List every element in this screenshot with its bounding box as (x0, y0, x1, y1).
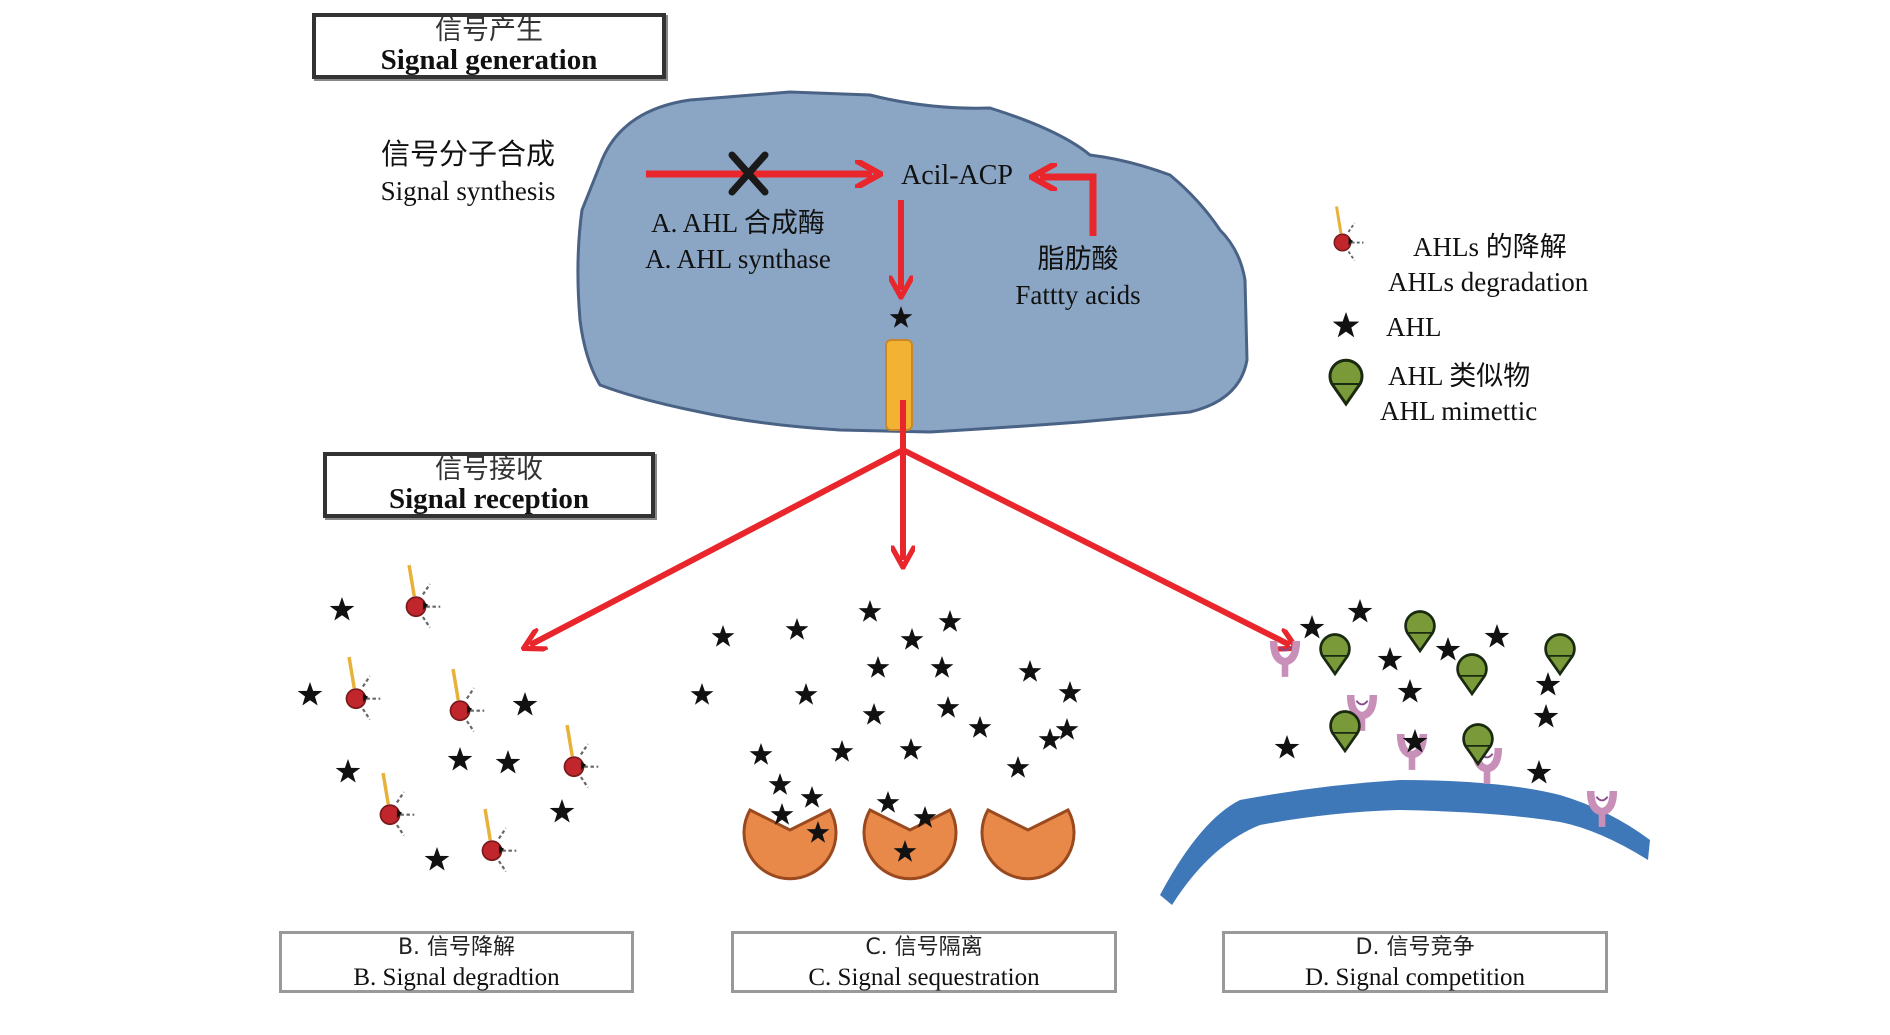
arrow-to-degradation (530, 447, 905, 645)
ahl-star (1484, 624, 1510, 648)
ahl-star (936, 696, 960, 718)
degradation-enzyme (344, 655, 382, 722)
legend-label-en: AHLs degradation (1388, 267, 1589, 297)
fatty-label-zh: 脂肪酸 (1038, 244, 1119, 274)
ahl-star (876, 791, 900, 813)
ahl-mimetic (1404, 610, 1436, 653)
membrane-pore (885, 339, 913, 431)
ahl-star (938, 610, 962, 632)
ahl-star (447, 747, 473, 771)
ahl-star (1058, 681, 1082, 703)
ahl-star (899, 738, 923, 760)
ahl-star (690, 683, 714, 705)
header-en: Signal reception (388, 483, 590, 516)
panel-label-c: C. 信号隔离 C. Signal sequestration (731, 931, 1117, 993)
ahl-star (1397, 679, 1423, 703)
ahl-star (335, 759, 361, 783)
header-zh: 信号产生 (435, 15, 543, 46)
mimetic-icon (1328, 358, 1364, 406)
arrow-to-competition (901, 447, 1290, 645)
ahl-star (1526, 760, 1552, 784)
synthesis-label-en: Signal synthesis (381, 176, 556, 206)
ahl-star (297, 682, 323, 706)
ahl-star (1006, 756, 1030, 778)
ahl-star (794, 683, 818, 705)
sequestration-molecule (742, 808, 838, 881)
signal-generation-header: 信号产生 Signal generation (312, 13, 666, 79)
ahl-star (866, 656, 890, 678)
ahl-mimetic (1329, 710, 1361, 753)
x-mark-icon (728, 151, 769, 196)
ahl-mimetic (1319, 633, 1351, 676)
header-zh: 信号接收 (435, 454, 543, 485)
degradation-enzyme-icon (1332, 205, 1365, 262)
fatty-acid-arrow (1040, 177, 1097, 236)
ahl-star (1535, 672, 1561, 696)
enzyme-label-zh: A. AHL 合成酶 (651, 208, 825, 238)
degradation-enzyme (480, 807, 518, 874)
panel-label-zh: B. 信号降解 (397, 935, 516, 960)
ahl-mimetic (1456, 653, 1488, 696)
ahl-star (1299, 615, 1325, 639)
legend-label-zh: AHL 类似物 (1388, 361, 1530, 391)
ahl-star (930, 656, 954, 678)
synthesis-label-zh: 信号分子合成 (381, 138, 555, 171)
fatty-label-en: Fattty acids (1015, 280, 1140, 310)
ahl-star (1347, 599, 1373, 623)
ahl-star (1435, 637, 1461, 661)
panel-label-en: B. Signal degradtion (353, 963, 560, 991)
ahl-star (329, 597, 355, 621)
ahl-star (830, 740, 854, 762)
sequestration-molecule (980, 808, 1076, 881)
panel-label-d: D. 信号竞争 D. Signal competition (1222, 931, 1608, 993)
legend-label-en: AHL mimettic (1380, 396, 1537, 426)
panel-label-en: C. Signal sequestration (808, 963, 1040, 991)
sequestration-panel (690, 600, 1082, 881)
panel-label-zh: D. 信号竞争 (1355, 935, 1475, 960)
ahl-star (512, 692, 538, 716)
ahl-star (1274, 735, 1300, 759)
legend-label-zh: AHLs 的降解 (1413, 232, 1567, 262)
ahl-star (711, 625, 735, 647)
ahl-star (768, 773, 792, 795)
ahl-star (800, 786, 824, 808)
sequestration-molecule (862, 808, 958, 881)
star-icon (1332, 312, 1360, 338)
signal-reception-header: 信号接收 Signal reception (323, 452, 655, 518)
ahl-star (424, 847, 450, 871)
panel-label-b: B. 信号降解 B. Signal degradtion (279, 931, 634, 993)
acp-label: Acil-ACP (901, 160, 1013, 191)
degradation-enzyme (378, 771, 416, 838)
ahl-star (968, 716, 992, 738)
legend-label-en: AHL (1386, 312, 1442, 342)
degradation-enzyme (562, 723, 600, 790)
ahl-star (495, 750, 521, 774)
enzyme-label-en: A. AHL synthase (645, 244, 831, 274)
degradation-enzyme (448, 667, 486, 734)
legend: AHLs 的降解 AHLs degradation AHL AHL 类似物 AH… (1328, 205, 1589, 426)
ahl-star (1533, 704, 1559, 728)
ahl-star (900, 628, 924, 650)
ahl-star (858, 600, 882, 622)
panel-label-en: D. Signal competition (1304, 963, 1526, 991)
ahl-star (1377, 647, 1403, 671)
receptor (1274, 641, 1297, 677)
ahl-star (749, 743, 773, 765)
competition-panel (1160, 599, 1650, 905)
host-membrane (1160, 780, 1650, 905)
ahl-star (1038, 728, 1062, 750)
degradation-enzyme (404, 563, 442, 630)
ahl-star (862, 703, 886, 725)
header-en: Signal generation (380, 44, 598, 77)
degradation-panel (297, 563, 600, 874)
ahl-star (1018, 660, 1042, 682)
ahl-star (785, 618, 809, 640)
panel-label-zh: C. 信号隔离 (865, 935, 983, 960)
ahl-mimetic (1544, 633, 1576, 676)
ahl-star (549, 799, 575, 823)
